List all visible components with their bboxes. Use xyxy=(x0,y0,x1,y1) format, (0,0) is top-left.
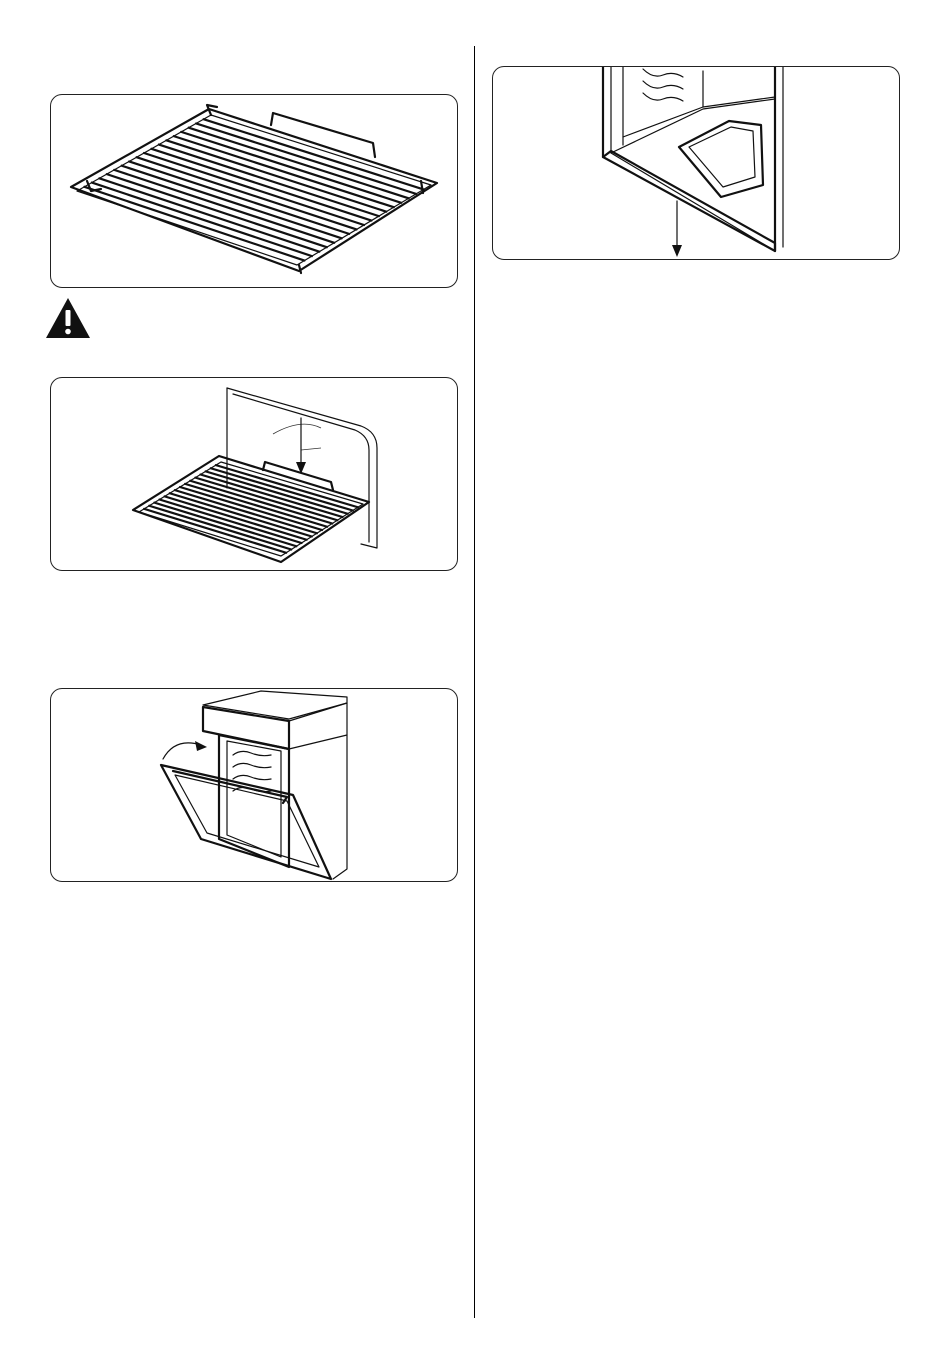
rack-slat xyxy=(166,140,386,211)
oven-door-figure xyxy=(50,688,458,882)
oven-bottom-removal-icon xyxy=(493,67,900,260)
rack-insert-figure xyxy=(50,377,458,571)
rack-slat xyxy=(107,174,327,247)
rack-slat xyxy=(92,183,312,257)
rack-slat xyxy=(196,123,416,193)
rack-slat xyxy=(144,153,364,225)
rack-slat xyxy=(204,119,424,189)
rack-slat xyxy=(174,136,394,207)
rack-slat xyxy=(84,187,304,261)
rack-slat xyxy=(129,161,349,233)
oven-door-open-icon xyxy=(51,689,458,882)
wire-rack-icon xyxy=(51,95,458,288)
rack-slat xyxy=(114,170,334,243)
rack-slat xyxy=(151,149,371,221)
rack-slat xyxy=(99,178,319,251)
column-divider xyxy=(474,46,475,1318)
rack-slat xyxy=(122,166,342,239)
rack-slat xyxy=(159,145,379,217)
rack-insert-icon xyxy=(51,378,458,571)
oven-bottom-figure xyxy=(492,66,900,260)
rack-slat xyxy=(137,157,357,229)
warning-triangle-icon xyxy=(44,296,92,340)
wire-rack-figure xyxy=(50,94,458,288)
